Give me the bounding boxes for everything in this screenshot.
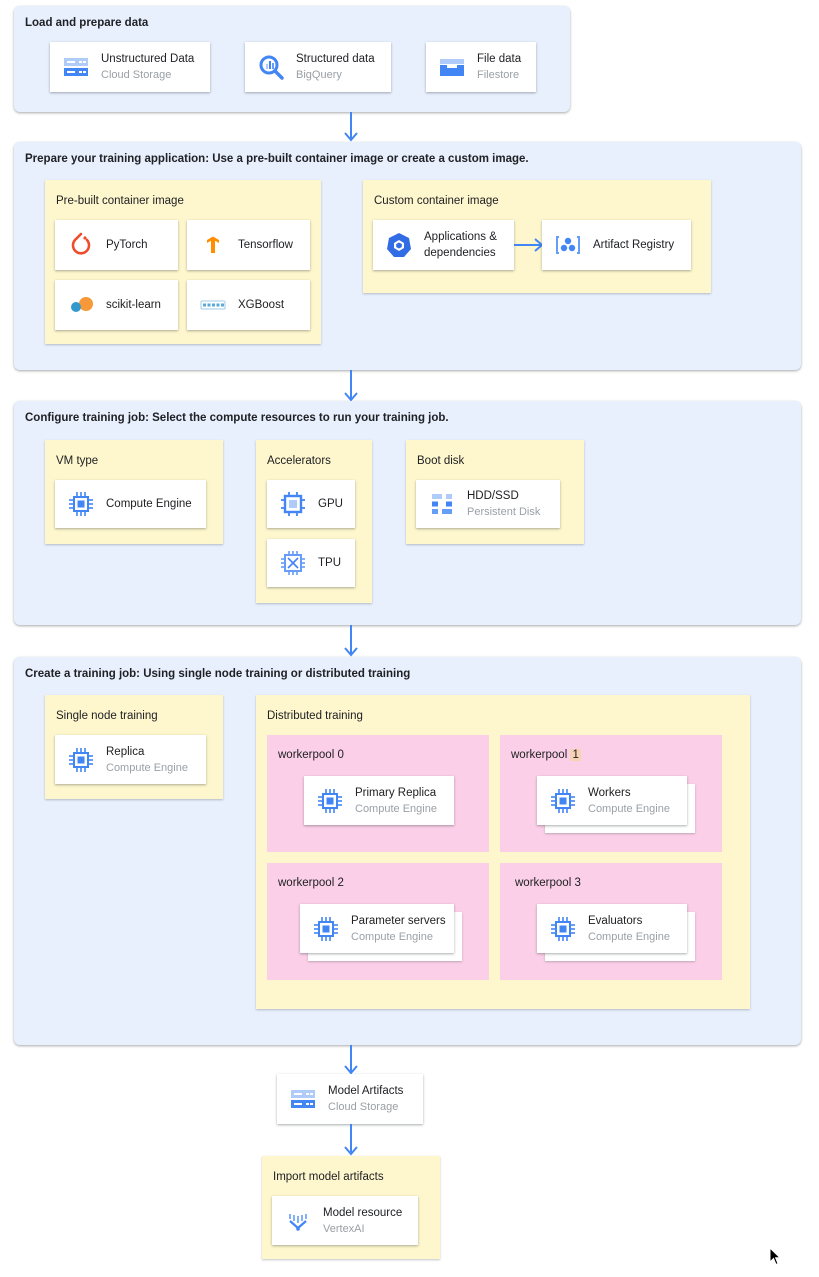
xgboost-card[interactable]: XGBoost — [187, 280, 310, 330]
workerpool-3-title: workerpool 3 — [515, 877, 581, 889]
compute-engine-icon — [67, 490, 95, 518]
flow-arrow — [344, 1124, 358, 1156]
persistent-disk-card[interactable]: HDD/SSD Persistent Disk — [416, 480, 560, 528]
scikit-learn-card[interactable]: scikit-learn — [55, 280, 178, 330]
card-label: GPU — [318, 498, 343, 510]
tensorflow-icon — [199, 231, 227, 259]
cloud-storage-icon — [62, 53, 90, 81]
compute-engine-card[interactable]: Compute Engine — [55, 480, 206, 528]
artifact-registry-icon — [554, 231, 582, 259]
vertex-ai-icon — [284, 1207, 312, 1235]
card-label: XGBoost — [238, 299, 285, 311]
custom-container-title: Custom container image — [374, 195, 499, 207]
workerpool-1-title: workerpool 1 — [511, 749, 581, 761]
card-title: Model resource — [323, 1206, 403, 1219]
single-node-title: Single node training — [56, 710, 158, 722]
card-subtitle: Compute Engine — [588, 930, 670, 943]
tpu-card[interactable]: TPU — [267, 539, 355, 587]
card-title: Primary Replica — [355, 786, 437, 799]
prebuilt-container-title: Pre-built container image — [56, 195, 184, 207]
accelerators-title: Accelerators — [267, 455, 331, 467]
card-subtitle: Filestore — [477, 69, 520, 81]
apps-line2: dependencies — [424, 247, 496, 259]
compute-engine-icon — [549, 787, 577, 815]
card-subtitle: Cloud Storage — [101, 69, 172, 81]
workerpool-0-title: workerpool 0 — [278, 749, 344, 761]
gpu-card[interactable]: GPU — [267, 480, 355, 528]
cloud-storage-icon — [289, 1085, 317, 1113]
card-title: Evaluators — [588, 914, 643, 927]
card-title: Unstructured Data — [101, 53, 195, 65]
workerpool-label: workerpool — [511, 749, 571, 761]
applications-dependencies-card[interactable]: Applications & dependencies — [373, 220, 514, 270]
gpu-icon — [279, 490, 307, 518]
card-subtitle: Compute Engine — [351, 930, 433, 943]
card-label: scikit-learn — [106, 299, 161, 311]
scikit-learn-icon — [67, 291, 95, 319]
flow-arrow — [514, 238, 544, 252]
distributed-training-title: Distributed training — [267, 710, 363, 722]
vm-type-title: VM type — [56, 455, 99, 467]
card-label: TPU — [318, 557, 341, 569]
card-subtitle: Compute Engine — [106, 761, 188, 774]
bigquery-icon — [257, 53, 285, 81]
flow-arrow — [344, 1045, 358, 1075]
apps-line1: Applications & — [424, 231, 497, 243]
section-load-title: Load and prepare data — [25, 17, 149, 29]
compute-engine-icon — [312, 915, 340, 943]
boot-disk-title: Boot disk — [417, 455, 465, 467]
import-model-title: Import model artifacts — [273, 1171, 384, 1183]
card-title: HDD/SSD — [467, 490, 519, 502]
tensorflow-card[interactable]: Tensorflow — [187, 220, 310, 270]
card-subtitle: BigQuery — [296, 69, 342, 81]
section-configure-title: Configure training job: Select the compu… — [25, 412, 449, 424]
tpu-icon — [279, 549, 307, 577]
filestore-icon — [438, 53, 466, 81]
xgboost-icon — [199, 291, 227, 319]
card-label: Artifact Registry — [593, 239, 675, 251]
artifact-registry-card[interactable]: Artifact Registry — [542, 220, 691, 270]
card-subtitle: Compute Engine — [355, 802, 437, 815]
section-create-title: Create a training job: Using single node… — [25, 668, 411, 680]
workerpool-2-title: workerpool 2 — [278, 877, 344, 889]
card-title: Workers — [588, 786, 631, 799]
card-title: Structured data — [296, 53, 375, 65]
pytorch-card[interactable]: PyTorch — [55, 220, 178, 270]
card-label: Tensorflow — [238, 239, 293, 251]
card-title: Parameter servers — [351, 914, 446, 927]
flow-arrow — [344, 370, 358, 402]
pytorch-icon — [67, 231, 95, 259]
flow-arrow — [344, 625, 358, 657]
compute-engine-icon — [316, 787, 344, 815]
card-title: Replica — [106, 745, 145, 758]
kubernetes-icon — [385, 231, 413, 259]
section-prepare-title: Prepare your training application: Use a… — [25, 153, 529, 165]
persistent-disk-icon — [428, 490, 456, 518]
compute-engine-icon — [67, 746, 95, 774]
card-label: Compute Engine — [106, 498, 192, 510]
card-subtitle: Compute Engine — [588, 802, 670, 815]
card-subtitle: Cloud Storage — [328, 1101, 399, 1113]
flow-arrow — [344, 112, 358, 142]
card-title: File data — [477, 53, 522, 65]
compute-engine-icon — [549, 915, 577, 943]
card-label: PyTorch — [106, 239, 148, 251]
workerpool-number-highlight: 1 — [570, 749, 581, 761]
card-subtitle: VertexAI — [323, 1222, 365, 1235]
mouse-cursor-icon — [769, 1247, 781, 1266]
card-subtitle: Persistent Disk — [467, 506, 541, 518]
card-title: Model Artifacts — [328, 1085, 404, 1097]
